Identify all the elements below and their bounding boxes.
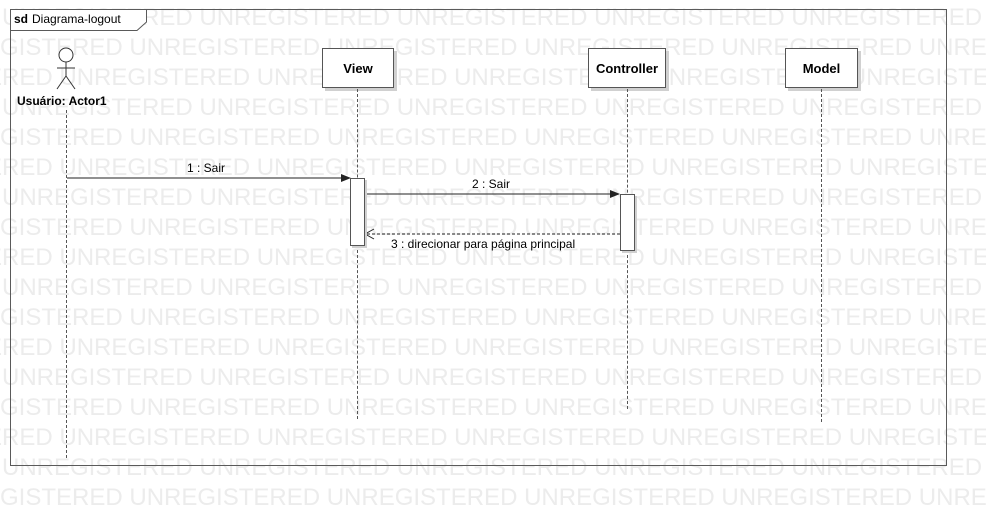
view-lifeline: [357, 89, 358, 419]
actor-icon: [56, 47, 76, 90]
lifeline-view-box: View: [322, 48, 394, 88]
lifeline-model-box: Model: [785, 48, 858, 88]
model-lifeline: [821, 89, 822, 422]
message-2-label: 2 : Sair: [472, 177, 511, 191]
message-1-label: 1 : Sair: [187, 161, 226, 175]
lifeline-controller-box: Controller: [588, 48, 666, 88]
message-1-arrow: [67, 174, 351, 182]
frame-tab: [10, 9, 147, 31]
actor-label: Usuário: Actor1: [17, 94, 107, 108]
message-3-return-arrow: [363, 228, 620, 240]
controller-activation: [620, 194, 635, 251]
frame-name: Diagrama-logout: [32, 12, 121, 26]
frame-keyword: sd: [14, 12, 29, 26]
view-activation: [350, 178, 365, 246]
sequence-frame: [10, 9, 947, 466]
lifeline-controller-label: Controller: [595, 60, 659, 76]
message-2-arrow: [364, 190, 620, 198]
actor-lifeline: [66, 110, 67, 458]
message-3-label: 3 : direcionar para página principal: [391, 237, 576, 251]
lifeline-view-label: View: [343, 60, 373, 76]
lifeline-model-label: Model: [802, 60, 841, 76]
